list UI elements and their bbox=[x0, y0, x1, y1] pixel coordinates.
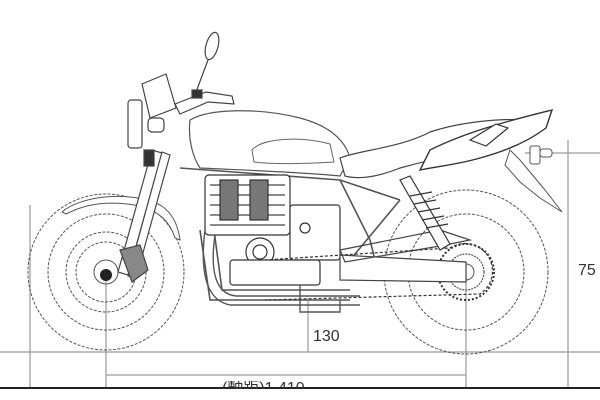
tail-light bbox=[529, 145, 553, 165]
front-fork bbox=[117, 149, 171, 283]
swingarm bbox=[339, 229, 473, 283]
mirror-handlebar bbox=[174, 31, 235, 115]
rear-fender bbox=[504, 149, 563, 213]
seat-height-label: 75 bbox=[578, 262, 596, 279]
tank-emblem bbox=[251, 138, 335, 164]
wheelbase-label: (軸距)1,410 bbox=[222, 381, 305, 389]
headlight-assembly bbox=[127, 73, 177, 167]
rear-shock bbox=[399, 175, 451, 251]
grab-rail bbox=[468, 123, 510, 147]
engine bbox=[204, 174, 341, 286]
drive-chain bbox=[264, 242, 494, 301]
ground-clearance-label: 130 bbox=[313, 328, 340, 345]
dimension-lines bbox=[0, 140, 600, 390]
bottom-rule bbox=[0, 387, 600, 389]
bottom-mask bbox=[0, 389, 600, 400]
